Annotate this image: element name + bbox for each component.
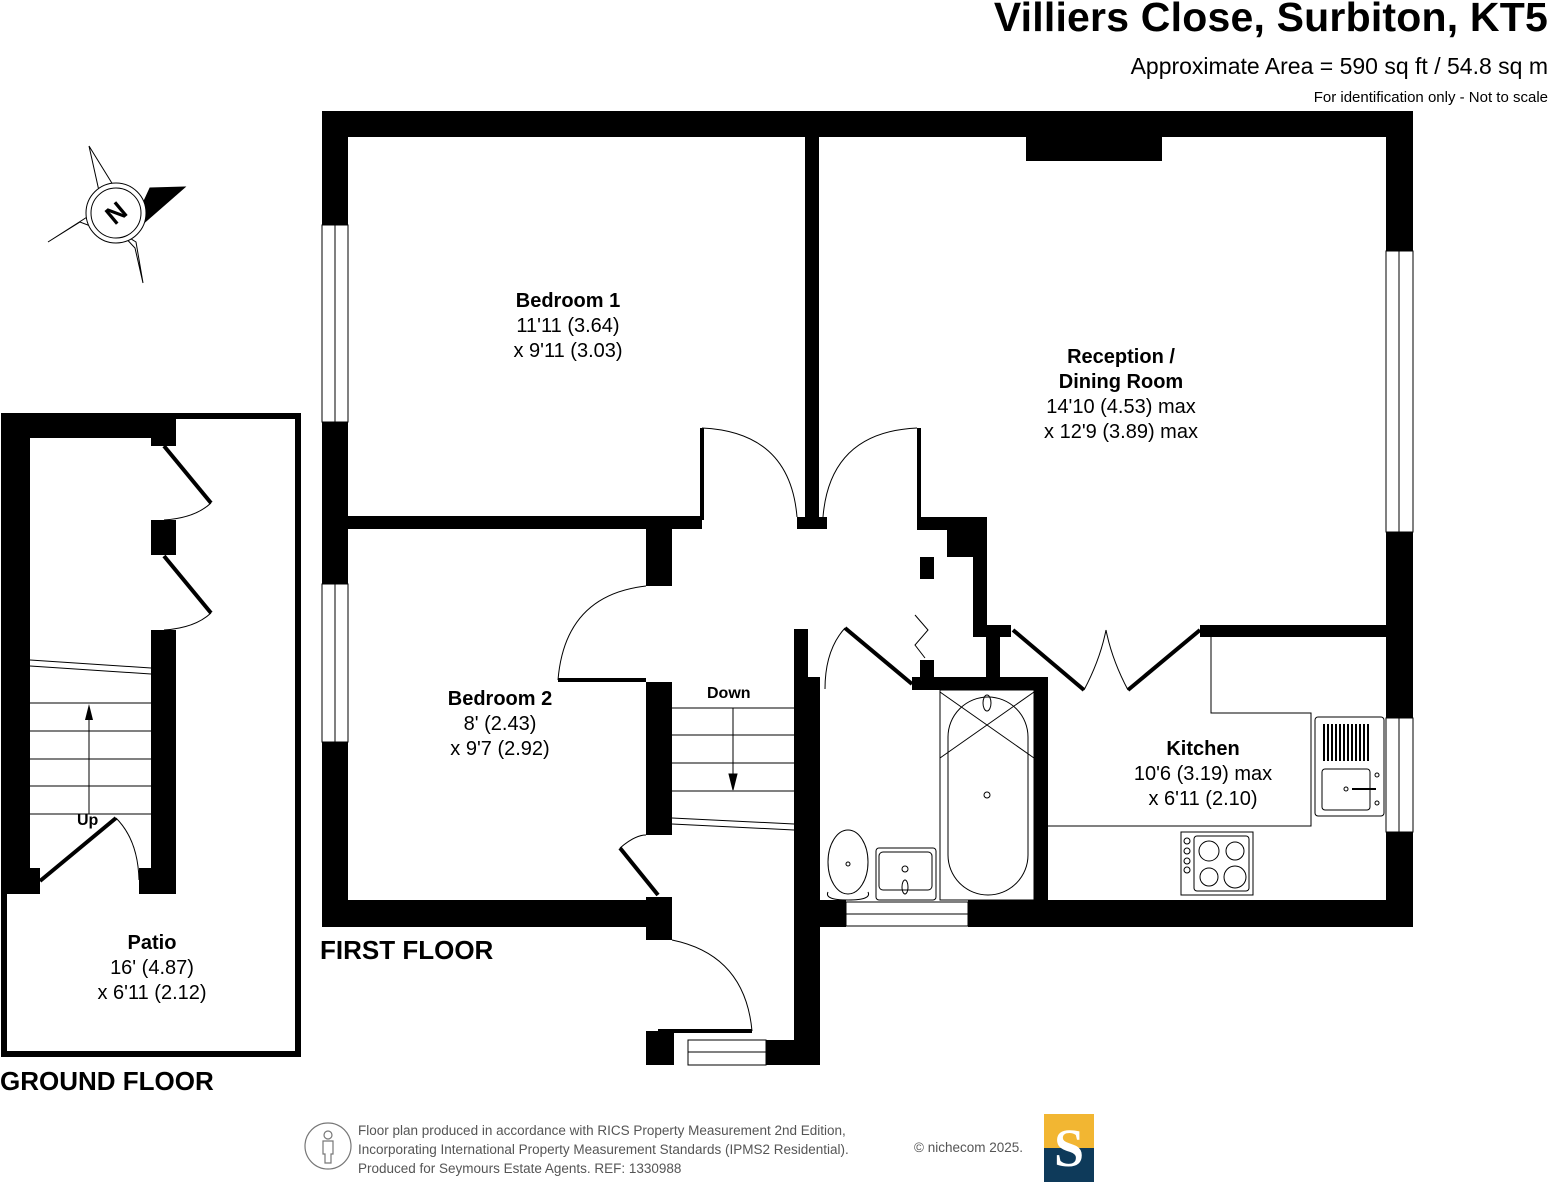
room-name: Kitchen	[1166, 738, 1240, 760]
stairs-down-label: Down	[707, 685, 751, 702]
room-dimension-2: x 9'11 (3.03)	[513, 340, 623, 362]
room-bedroom-1: Bedroom 1 11'11 (3.64) x 9'11 (3.03)	[513, 289, 622, 364]
room-kitchen: Kitchen 10'6 (3.19) max x 6'11 (2.10)	[1134, 737, 1272, 812]
property-title: Villiers Close, Surbiton, KT5	[993, 0, 1548, 40]
first-floor-stairs	[671, 707, 795, 831]
room-bedroom-2: Bedroom 2 8' (2.43) x 9'7 (2.92)	[448, 687, 552, 762]
room-name: Patio	[127, 932, 177, 954]
footer-line-2: Incorporating International Property Mea…	[358, 1142, 849, 1157]
kitchen-fittings	[1048, 637, 1385, 896]
approximate-area: Approximate Area = 590 sq ft / 54.8 sq m	[1130, 53, 1548, 79]
room-name: Bedroom 1	[515, 290, 621, 312]
room-patio: Patio 16' (4.87) x 6'11 (2.12)	[97, 931, 206, 1006]
disclaimer: For identification only - Not to scale	[1313, 89, 1548, 106]
logo-top-band	[1044, 1114, 1094, 1148]
ground-floor-plan	[1, 413, 301, 1057]
copyright: © nichecom 2025.	[914, 1140, 1024, 1155]
north-arrow-icon: N	[47, 145, 187, 284]
room-dimension-1: 11'11 (3.64)	[516, 315, 620, 337]
windows	[321, 224, 1414, 1066]
room-name-line-2: Dining Room	[1058, 371, 1184, 393]
room-reception-dining: Reception / Dining Room 14'10 (4.53) max…	[1044, 345, 1198, 445]
seymours-logo: S	[1044, 1114, 1094, 1182]
room-dimension-1: 10'6 (3.19) max	[1133, 763, 1273, 785]
room-dimension-2: x 12'9 (3.89) max	[1044, 421, 1198, 443]
doors	[557, 427, 1202, 1033]
room-dimension-2: x 6'11 (2.12)	[97, 982, 207, 1004]
room-dimension-2: x 6'11 (2.10)	[1148, 788, 1258, 810]
room-dimension-2: x 9'7 (2.92)	[450, 738, 550, 760]
footer-line-3: Produced for Seymours Estate Agents. REF…	[358, 1161, 682, 1176]
footer-line-1: Floor plan produced in accordance with R…	[358, 1123, 846, 1138]
person-icon	[304, 1122, 352, 1170]
footer-text: Floor plan produced in accordance with R…	[358, 1121, 849, 1178]
first-floor-plan	[322, 111, 1413, 1065]
logo-letter: S	[1053, 1118, 1085, 1178]
room-dimension-1: 16' (4.87)	[110, 957, 194, 979]
bathroom-fittings	[826, 689, 1035, 901]
ground-floor-label: GROUND FLOOR	[0, 1066, 214, 1096]
first-floor-label: FIRST FLOOR	[320, 935, 494, 965]
logo-bottom-band	[1044, 1148, 1094, 1182]
room-name: Reception /	[1067, 346, 1175, 368]
room-dimension-1: 8' (2.43)	[463, 713, 537, 735]
room-dimension-1: 14'10 (4.53) max	[1046, 396, 1196, 418]
stairs-up-label: Up	[77, 812, 99, 829]
room-name: Bedroom 2	[447, 688, 553, 710]
